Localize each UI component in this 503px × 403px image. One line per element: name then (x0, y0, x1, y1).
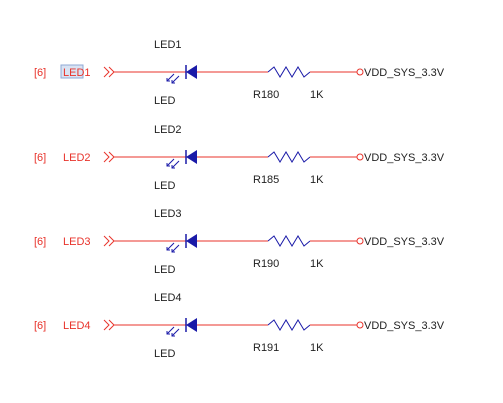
led-value: LED (154, 348, 175, 360)
power-port-label[interactable]: VDD_SYS_3.3V (364, 67, 445, 79)
resistor-value: 1K (310, 174, 324, 186)
light-emission-icon (166, 73, 180, 84)
resistor-icon[interactable] (267, 319, 311, 331)
led-diode-icon[interactable] (186, 318, 197, 332)
led-diode-icon[interactable] (186, 65, 197, 79)
power-port-label[interactable]: VDD_SYS_3.3V (364, 152, 445, 164)
led-designator[interactable]: LED1 (154, 39, 182, 51)
led-diode-icon[interactable] (186, 150, 197, 164)
net-label[interactable]: LED3 (63, 236, 91, 248)
resistor-value: 1K (310, 342, 324, 354)
light-emission-icon (166, 326, 180, 337)
off-sheet-connector-icon[interactable] (103, 151, 115, 163)
led-value: LED (154, 95, 175, 107)
sheet-reference[interactable]: [6] (34, 236, 46, 248)
led-designator[interactable]: LED3 (154, 208, 182, 220)
light-emission-icon (166, 242, 180, 253)
net-label[interactable]: LED4 (63, 320, 91, 332)
light-emission-icon (166, 158, 180, 169)
led-designator[interactable]: LED4 (154, 292, 182, 304)
resistor-designator[interactable]: R190 (253, 258, 279, 270)
resistor-icon[interactable] (267, 235, 311, 247)
net-label[interactable]: LED2 (63, 152, 91, 164)
resistor-designator[interactable]: R185 (253, 174, 279, 186)
power-port-icon[interactable] (356, 237, 364, 245)
power-port-icon[interactable] (356, 153, 364, 161)
selection-highlight (60, 64, 84, 79)
resistor-icon[interactable] (267, 66, 311, 78)
led-value: LED (154, 180, 175, 192)
resistor-value: 1K (310, 258, 324, 270)
net-label[interactable]: LED1 (63, 67, 91, 79)
led-value: LED (154, 264, 175, 276)
power-port-label[interactable]: VDD_SYS_3.3V (364, 236, 445, 248)
power-port-icon[interactable] (356, 68, 364, 76)
power-port-label[interactable]: VDD_SYS_3.3V (364, 320, 445, 332)
sheet-reference[interactable]: [6] (34, 320, 46, 332)
led-designator[interactable]: LED2 (154, 124, 182, 136)
resistor-designator[interactable]: R180 (253, 89, 279, 101)
resistor-value: 1K (310, 89, 324, 101)
sheet-reference[interactable]: [6] (34, 67, 46, 79)
off-sheet-connector-icon[interactable] (103, 66, 115, 78)
resistor-designator[interactable]: R191 (253, 342, 279, 354)
off-sheet-connector-icon[interactable] (103, 319, 115, 331)
power-port-icon[interactable] (356, 321, 364, 329)
resistor-icon[interactable] (267, 151, 311, 163)
sheet-reference[interactable]: [6] (34, 152, 46, 164)
led-diode-icon[interactable] (186, 234, 197, 248)
off-sheet-connector-icon[interactable] (103, 235, 115, 247)
